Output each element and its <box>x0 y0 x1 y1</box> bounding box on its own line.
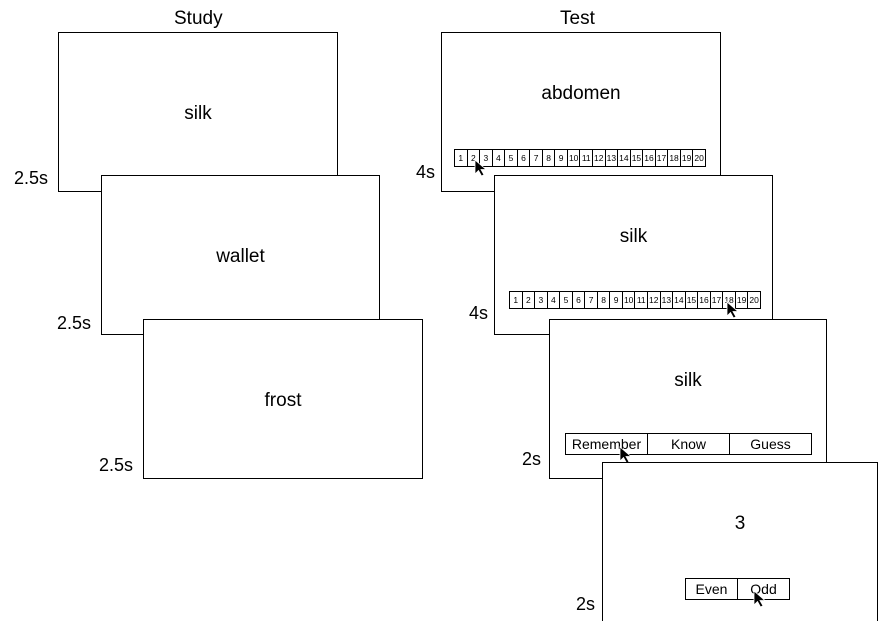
scale-cell[interactable]: 8 <box>598 292 611 308</box>
scale-cell[interactable]: 18 <box>723 292 736 308</box>
scale-cell[interactable]: 3 <box>535 292 548 308</box>
scale-cell[interactable]: 1 <box>455 150 468 166</box>
know-button[interactable]: Know <box>648 434 730 454</box>
scale-cell[interactable]: 7 <box>530 150 543 166</box>
study-word-3: frost <box>264 390 302 411</box>
scale-cell[interactable]: 14 <box>673 292 686 308</box>
scale-cell[interactable]: 15 <box>631 150 644 166</box>
scale-cell[interactable]: 13 <box>606 150 619 166</box>
scale-cell[interactable]: 20 <box>749 295 759 305</box>
study-frame-3: frost <box>143 319 423 479</box>
cursor-arrow-icon <box>726 301 740 319</box>
scale-cell[interactable]: 10 <box>568 150 581 166</box>
study-duration-1: 2.5s <box>14 168 49 188</box>
scale-cell[interactable]: 1 <box>510 292 523 308</box>
guess-button[interactable]: Guess <box>750 436 791 452</box>
scale-cell[interactable]: 8 <box>543 150 556 166</box>
scale-cell[interactable]: 17 <box>711 292 724 308</box>
test-duration-4: 2s <box>576 594 596 614</box>
scale-cell[interactable]: 18 <box>668 150 681 166</box>
scale-cell[interactable]: 17 <box>656 150 669 166</box>
even-odd-choices[interactable]: Even Odd <box>685 578 790 600</box>
scale-cell[interactable]: 10 <box>623 292 636 308</box>
scale-cell[interactable]: 19 <box>681 150 694 166</box>
study-word-2: wallet <box>216 246 265 267</box>
scale-cell[interactable]: 9 <box>555 150 568 166</box>
scale-cell[interactable]: 19 <box>736 292 749 308</box>
study-heading: Study <box>174 8 223 29</box>
scale-cell[interactable]: 16 <box>643 150 656 166</box>
remember-know-guess-choices[interactable]: Remember Know Guess <box>565 433 812 455</box>
scale-cell[interactable]: 5 <box>505 150 518 166</box>
study-frame-1: silk <box>58 32 338 192</box>
scale-cell[interactable]: 6 <box>573 292 586 308</box>
scale-cell[interactable]: 12 <box>593 150 606 166</box>
scale-cell[interactable]: 2 <box>523 292 536 308</box>
test-duration-3: 2s <box>522 449 542 469</box>
scale-cell[interactable]: 3 <box>480 150 493 166</box>
scale-cell[interactable]: 4 <box>548 292 561 308</box>
test-word-2: silk <box>619 226 648 247</box>
test-digit: 3 <box>734 513 746 534</box>
scale-cell[interactable]: 16 <box>698 292 711 308</box>
scale-cell[interactable]: 13 <box>661 292 674 308</box>
study-frame-2: wallet <box>101 175 380 335</box>
remember-button[interactable]: Remember <box>566 434 648 454</box>
scale-cell[interactable]: 20 <box>694 153 704 163</box>
test-duration-1: 4s <box>416 162 436 182</box>
scale-cell[interactable]: 6 <box>518 150 531 166</box>
test-heading: Test <box>560 8 595 29</box>
cursor-arrow-icon <box>753 590 767 608</box>
test-frame-4: 3 Even Odd <box>602 462 878 621</box>
test-frame-1: abdomen 1 2 3 4 5 6 7 8 9 10 11 12 13 14… <box>441 32 721 192</box>
test-duration-2: 4s <box>469 303 489 323</box>
test-word-3: silk <box>674 370 702 391</box>
scale-cell[interactable]: 14 <box>618 150 631 166</box>
scale-cell[interactable]: 2 <box>468 150 481 166</box>
cursor-arrow-icon <box>474 159 488 177</box>
scale-cell[interactable]: 7 <box>585 292 598 308</box>
scale-cell[interactable]: 11 <box>580 150 594 166</box>
scale-cell[interactable]: 4 <box>493 150 506 166</box>
study-duration-2: 2.5s <box>57 313 92 333</box>
confidence-scale-2[interactable]: 1 2 3 4 5 6 7 8 9 10 11 12 13 14 15 16 1… <box>509 291 761 309</box>
even-button[interactable]: Even <box>686 579 738 599</box>
scale-cell[interactable]: 5 <box>560 292 573 308</box>
study-duration-3: 2.5s <box>99 455 134 475</box>
scale-cell[interactable]: 9 <box>610 292 623 308</box>
scale-cell[interactable]: 12 <box>648 292 661 308</box>
test-frame-2: silk 1 2 3 4 5 6 7 8 9 10 11 12 13 14 15… <box>494 175 773 335</box>
scale-cell[interactable]: 15 <box>686 292 699 308</box>
study-word-1: silk <box>184 103 212 124</box>
test-frame-3: silk Remember Know Guess <box>549 319 827 479</box>
confidence-scale-1[interactable]: 1 2 3 4 5 6 7 8 9 10 11 12 13 14 15 16 1… <box>454 149 706 167</box>
test-word-1: abdomen <box>541 83 621 104</box>
scale-cell[interactable]: 11 <box>635 292 649 308</box>
